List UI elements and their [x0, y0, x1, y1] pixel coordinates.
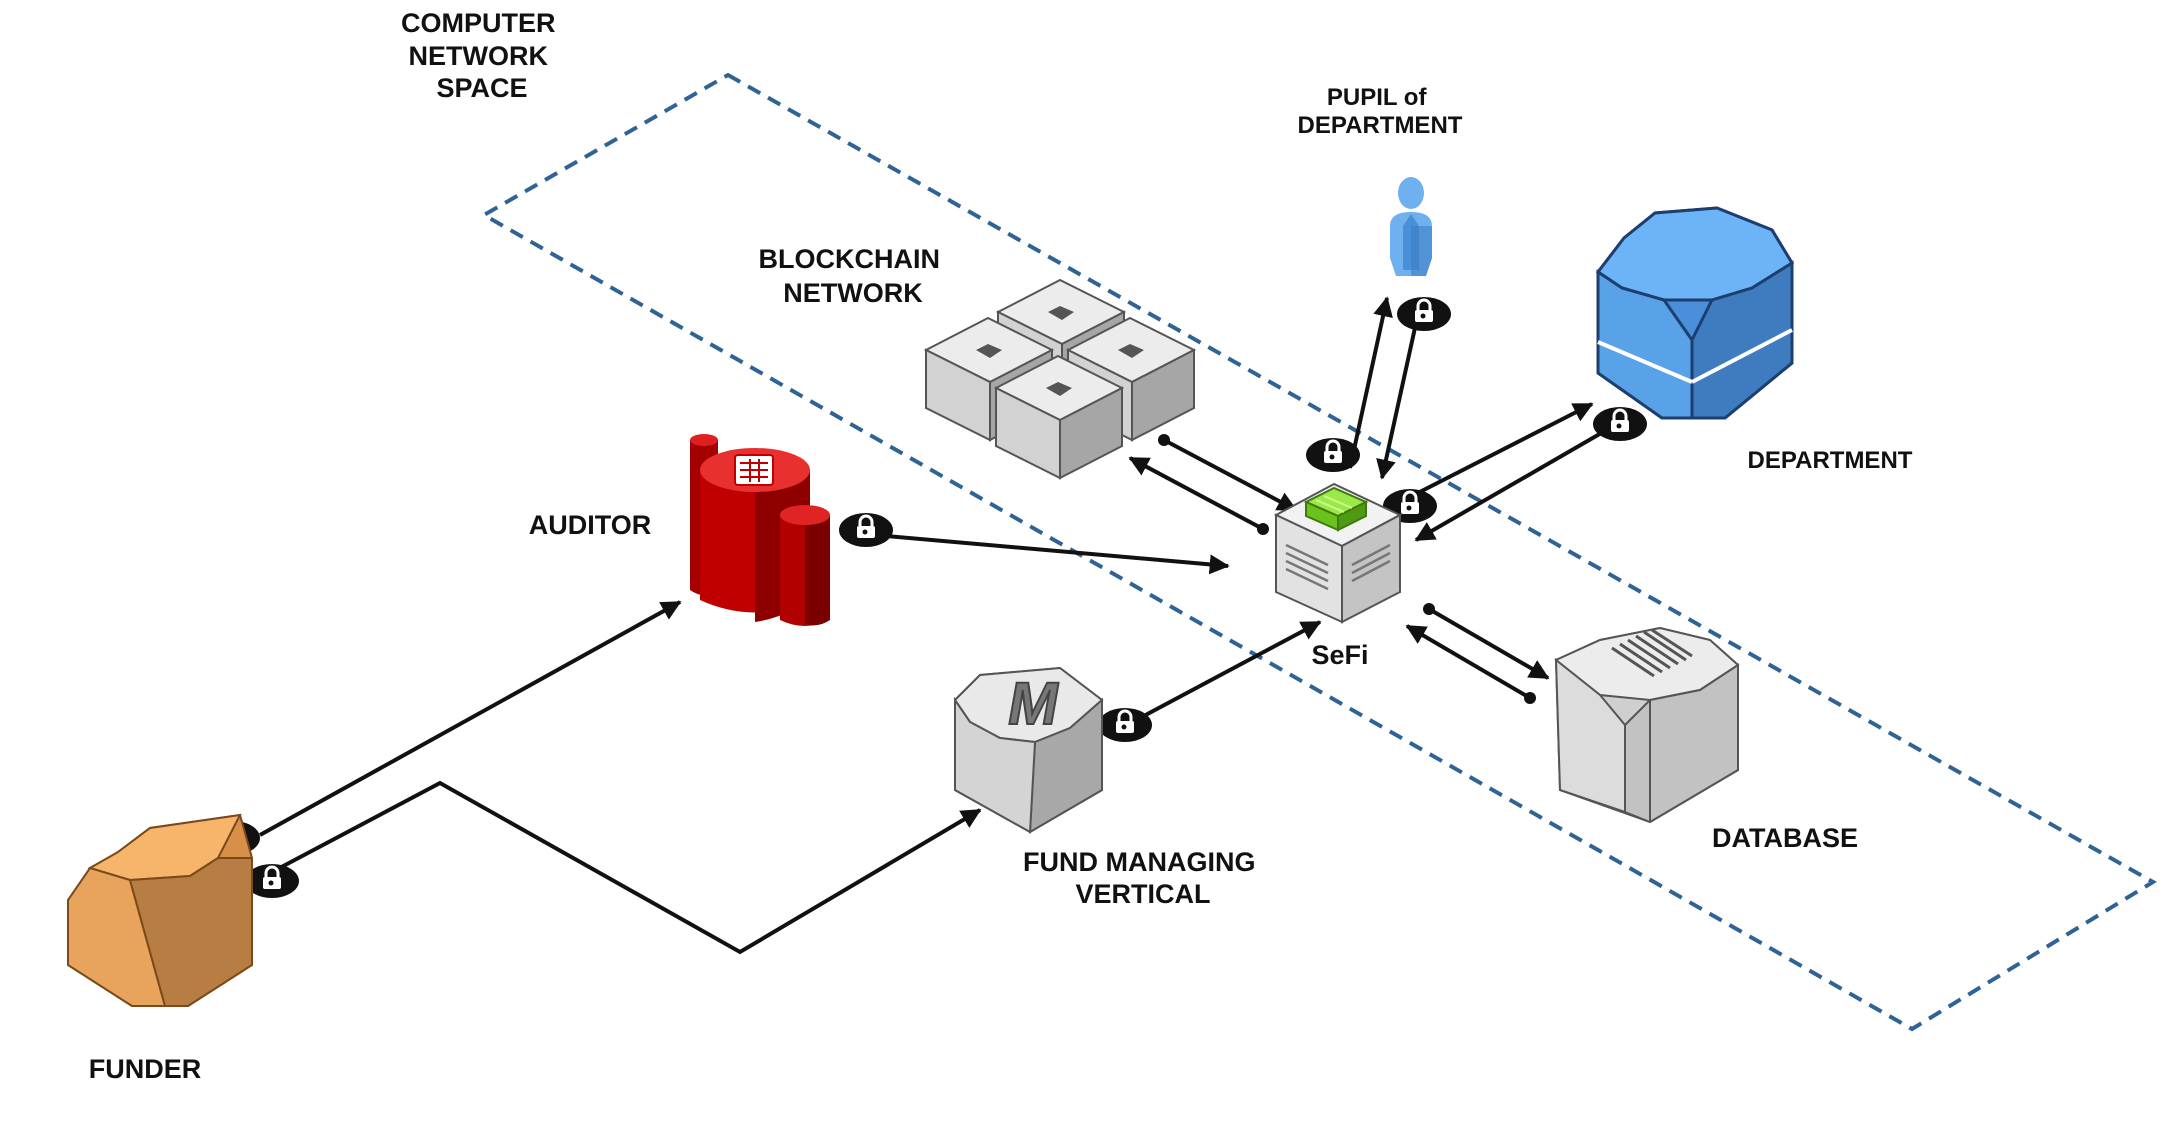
- database-to-sefi-arrow: [1405, 624, 1536, 704]
- fund-managing-letter: M: [1003, 669, 1065, 736]
- auditor-to-sefi-arrow: [874, 533, 1230, 575]
- sefi-label: SeFi: [1311, 640, 1368, 670]
- m-octagon-icon: M: [953, 666, 1104, 834]
- padlock-icon: [837, 511, 895, 549]
- padlock-icon: [1096, 706, 1154, 744]
- blockchain-label: BLOCKCHAIN NETWORK: [758, 244, 947, 308]
- fund-managing-to-sefi-arrow: [1139, 620, 1322, 720]
- network-space-boundary: [479, 72, 2157, 1032]
- sefi-to-pupil-arrow: [1348, 296, 1393, 469]
- sefi-module-icon: [1303, 486, 1369, 532]
- pupil-node: PUPIL of DEPARTMENT: [1298, 84, 1463, 276]
- sefi-to-database-arrow: [1423, 603, 1550, 680]
- octagon-vault-icon: [1595, 206, 1795, 420]
- padlock-icon: [243, 862, 301, 900]
- user-icon: [1390, 177, 1432, 276]
- sefi-node: SeFi: [1273, 482, 1403, 670]
- funder-node: FUNDER: [67, 813, 253, 1084]
- pupil-label: PUPIL of DEPARTMENT: [1298, 84, 1463, 139]
- funder-to-fund-managing-arrow: [271, 780, 982, 955]
- sefi-to-department-arrow: [1407, 402, 1594, 500]
- padlock-icon: [1395, 295, 1453, 333]
- server-box-icon: [1273, 482, 1403, 624]
- department-node: DEPARTMENT: [1595, 206, 1913, 474]
- audit-cylinders-icon: [690, 434, 830, 626]
- padlock-icon: [1304, 436, 1362, 474]
- server-cluster-icon: [923, 278, 1197, 480]
- fund-managing-label: FUND MANAGING VERTICAL: [1023, 847, 1263, 909]
- database-node: DATABASE: [1554, 626, 1858, 853]
- funder-to-auditor-arrow: [259, 600, 682, 837]
- network-space-label: COMPUTER NETWORK SPACE: [401, 8, 563, 103]
- blockchain-to-sefi-arrow: [1158, 434, 1298, 512]
- octagon-funder-icon: [67, 813, 253, 1007]
- blockchain-node: BLOCKCHAIN NETWORK: [758, 244, 1197, 480]
- funder-label: FUNDER: [89, 1054, 202, 1084]
- sefi-to-blockchain-arrow: [1128, 456, 1269, 535]
- department-to-sefi-arrow: [1414, 426, 1611, 542]
- pupil-to-sefi-arrow: [1376, 304, 1422, 480]
- fund-managing-node: M FUND MANAGING VERTICAL: [953, 666, 1263, 909]
- connections: [259, 296, 1611, 955]
- database-label: DATABASE: [1712, 823, 1858, 853]
- auditor-label: AUDITOR: [529, 510, 652, 540]
- database-server-icon: [1554, 626, 1740, 824]
- padlock-icon: [1591, 405, 1649, 443]
- auditor-node: AUDITOR: [529, 434, 830, 626]
- department-label: DEPARTMENT: [1748, 447, 1913, 474]
